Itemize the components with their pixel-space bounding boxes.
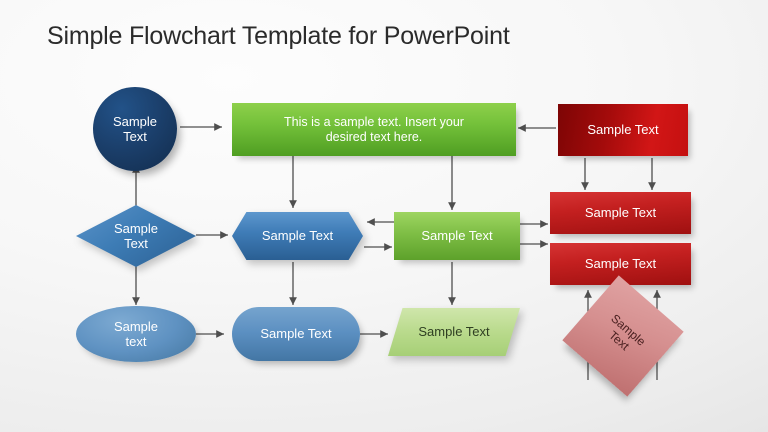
node-red-top-label: Sample Text <box>587 122 659 138</box>
hexagon-shape <box>232 212 363 260</box>
node-rotated-square[interactable]: Sample Text <box>562 275 684 397</box>
node-stadium-process-label: Sample Text <box>260 326 332 342</box>
node-diamond-decision[interactable]: Sample Text <box>76 205 196 267</box>
node-diamond-decision-label: Sample Text <box>113 220 159 251</box>
node-red-mid-upper-label: Sample Text <box>584 205 657 221</box>
node-red-mid-upper[interactable]: Sample Text <box>550 192 691 234</box>
node-hex-process[interactable]: Sample Text <box>232 212 363 260</box>
node-parallelogram-data[interactable]: Sample Text <box>388 308 520 356</box>
node-red-top[interactable]: Sample Text <box>558 104 688 156</box>
node-green-process[interactable]: Sample Text <box>394 212 520 260</box>
node-red-mid-lower-label: Sample Text <box>584 256 657 272</box>
node-ellipse-end[interactable]: Sample text <box>76 306 196 362</box>
node-circle-start-label: Sample Text <box>112 113 158 144</box>
node-green-banner[interactable]: This is a sample text. Insert your desir… <box>232 103 516 156</box>
node-ellipse-end-label: Sample text <box>113 318 159 349</box>
node-hex-process-label: Sample Text <box>261 228 334 244</box>
node-green-process-label: Sample Text <box>421 228 493 244</box>
node-stadium-process[interactable]: Sample Text <box>232 307 360 361</box>
node-circle-start[interactable]: Sample Text <box>93 87 177 171</box>
node-green-banner-label: This is a sample text. Insert your desir… <box>284 115 464 144</box>
page-title: Simple Flowchart Template for PowerPoint <box>47 22 510 50</box>
node-parallelogram-data-label: Sample Text <box>418 324 490 340</box>
parallelogram-shape <box>388 308 520 356</box>
